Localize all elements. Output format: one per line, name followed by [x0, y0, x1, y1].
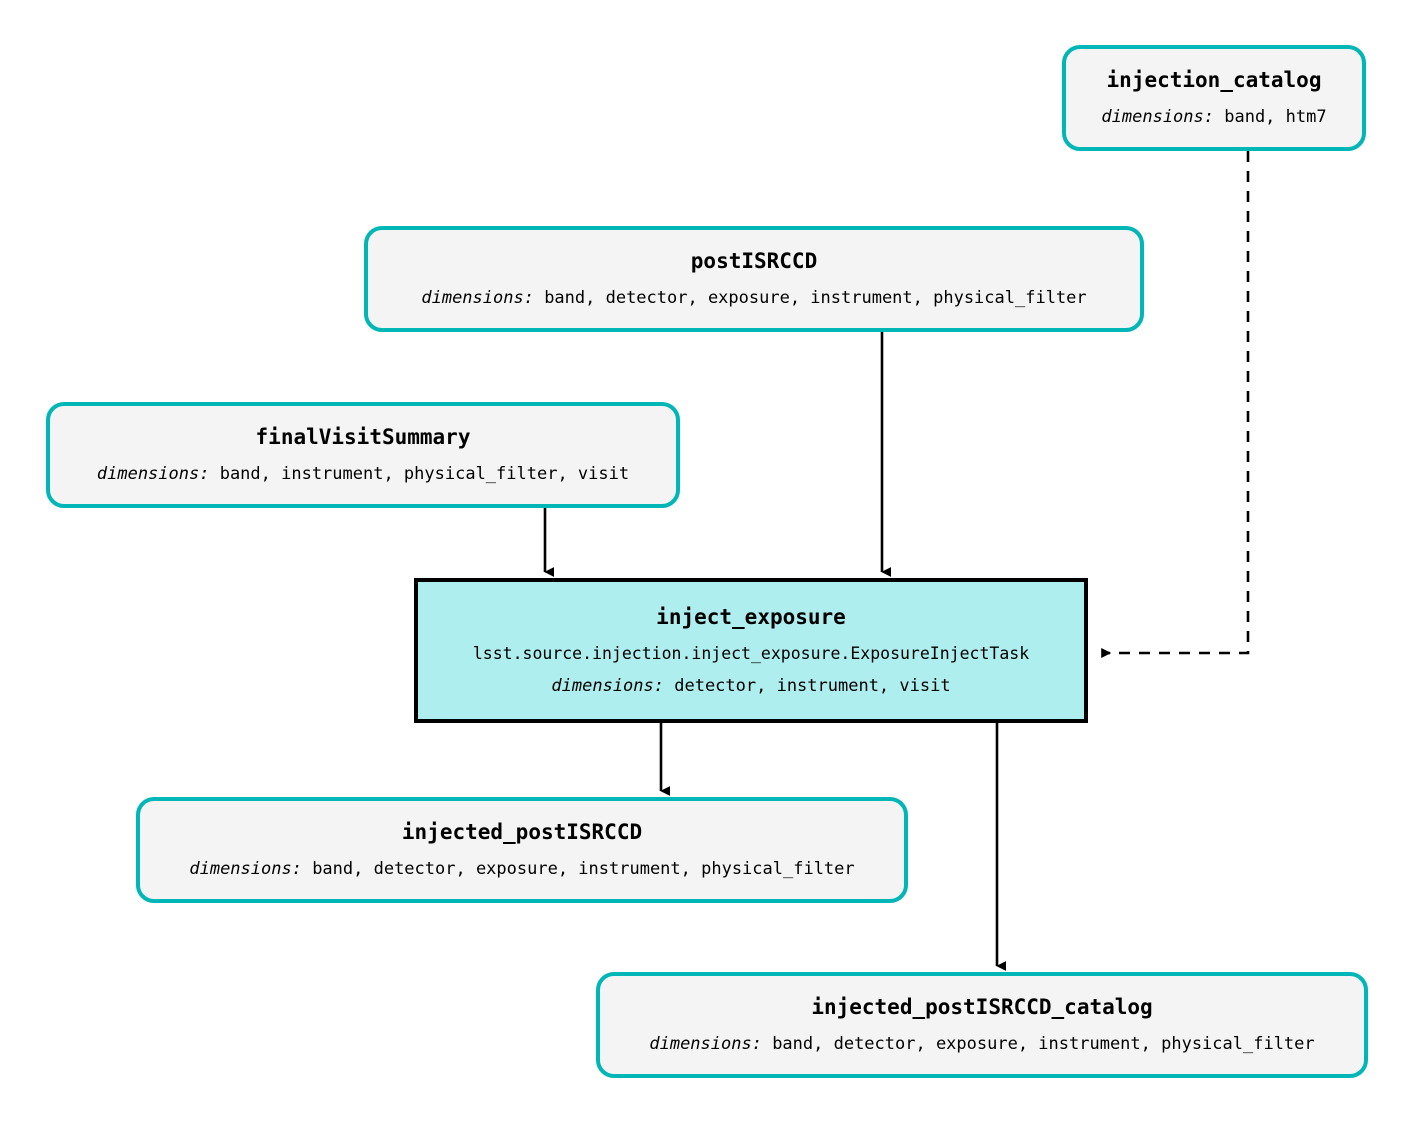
- dataset-node-injected-postisrccd[interactable]: injected_postISRCCD dimensions: band, de…: [136, 797, 908, 903]
- node-dimensions: dimensions: band, detector, exposure, in…: [421, 289, 1086, 308]
- node-title: finalVisitSummary: [255, 425, 471, 450]
- dimensions-value: band, instrument, physical_filter, visit: [209, 464, 630, 485]
- dimensions-label: dimensions:: [551, 675, 664, 696]
- node-dimensions: dimensions: band, htm7: [1101, 108, 1326, 127]
- node-title: injected_postISRCCD: [401, 820, 643, 845]
- edge-injectioncatalog-to-inject-exposure: [1101, 151, 1250, 658]
- node-dimensions: dimensions: band, detector, exposure, in…: [649, 1035, 1314, 1054]
- node-dimensions: dimensions: band, detector, exposure, in…: [189, 860, 854, 879]
- task-class-path: lsst.source.injection.inject_exposure.Ex…: [472, 643, 1030, 663]
- dataset-node-injection-catalog[interactable]: injection_catalog dimensions: band, htm7: [1062, 45, 1366, 151]
- dimensions-label: dimensions:: [189, 859, 302, 880]
- node-title: injected_postISRCCD_catalog: [811, 995, 1153, 1020]
- dataset-node-finalvisitsummary[interactable]: finalVisitSummary dimensions: band, inst…: [46, 402, 680, 508]
- task-node-inject-exposure[interactable]: inject_exposure lsst.source.injection.in…: [414, 578, 1088, 723]
- dimensions-value: band, detector, exposure, instrument, ph…: [301, 859, 855, 880]
- node-title: inject_exposure: [656, 604, 846, 629]
- node-dimensions: dimensions: band, instrument, physical_f…: [97, 465, 629, 484]
- dimensions-value: band, detector, exposure, instrument, ph…: [533, 288, 1087, 309]
- dataset-node-injected-postisrccd-catalog[interactable]: injected_postISRCCD_catalog dimensions: …: [596, 972, 1368, 1078]
- node-title: injection_catalog: [1106, 68, 1322, 93]
- dimensions-label: dimensions:: [649, 1034, 762, 1055]
- dimensions-label: dimensions:: [1101, 107, 1214, 128]
- dataset-node-postisrccd[interactable]: postISRCCD dimensions: band, detector, e…: [364, 226, 1144, 332]
- dimensions-value: detector, instrument, visit: [664, 675, 951, 696]
- node-dimensions: dimensions: detector, instrument, visit: [551, 675, 951, 696]
- dimensions-label: dimensions:: [421, 288, 534, 309]
- dimensions-value: band, detector, exposure, instrument, ph…: [761, 1034, 1315, 1055]
- dimensions-value: band, htm7: [1214, 107, 1327, 128]
- node-title: postISRCCD: [690, 249, 818, 274]
- dimensions-label: dimensions:: [96, 464, 210, 485]
